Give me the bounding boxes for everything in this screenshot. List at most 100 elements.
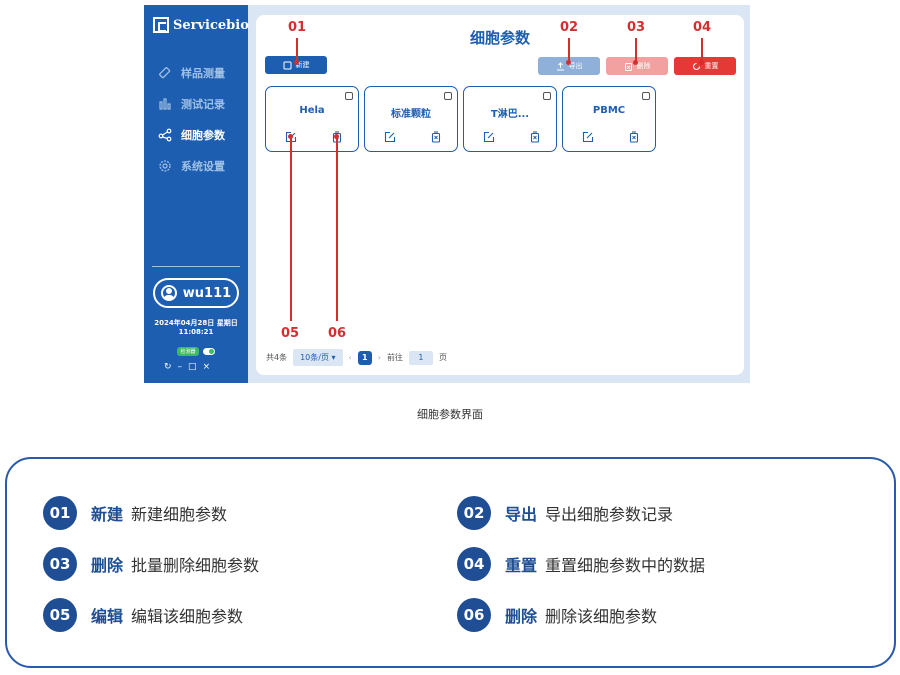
goto-label: 前往: [386, 353, 403, 362]
sidebar-item-cell-params[interactable]: 细胞参数: [144, 119, 248, 150]
share-nodes-icon: [157, 127, 173, 143]
edit-icon[interactable]: [483, 131, 495, 143]
pagination: 共4条 10条/页 ▾ ‹ 1 › 前往 1 页: [266, 349, 447, 366]
sidebar-nav: 样品测量 测试记录 细胞参数 系统设置: [144, 57, 248, 181]
legend-item: 06 删除 删除该细胞参数: [457, 598, 657, 632]
total-count: 共4条: [266, 353, 288, 362]
delete-icon[interactable]: [430, 131, 442, 143]
edit-icon[interactable]: [384, 131, 396, 143]
callout-line-04: [701, 38, 703, 62]
main-panel: 细胞参数 新建 导出 删除 重置 Hela 标准颗粒: [256, 15, 744, 375]
sidebar-item-label: 细胞参数: [181, 128, 225, 142]
page-size-select[interactable]: 10条/页 ▾: [293, 349, 343, 366]
sidebar-item-test-records[interactable]: 测试记录: [144, 88, 248, 119]
current-page[interactable]: 1: [357, 350, 372, 365]
page-unit: 页: [438, 353, 447, 362]
legend-item: 02 导出 导出细胞参数记录: [457, 496, 673, 530]
prev-page-icon[interactable]: ‹: [348, 353, 352, 362]
status-badge: 检测器: [177, 347, 199, 356]
legend-key: 删除: [505, 607, 538, 626]
app-window: Servicebio 样品测量 测试记录 细胞参数: [144, 5, 750, 383]
legend-item: 01 新建 新建细胞参数: [43, 496, 227, 530]
legend-key: 重置: [505, 556, 538, 575]
next-page-icon[interactable]: ›: [377, 353, 381, 362]
card-checkbox[interactable]: [642, 92, 650, 100]
callout-01: 01: [288, 20, 307, 35]
delete-icon[interactable]: [529, 131, 541, 143]
legend-desc: 删除该细胞参数: [545, 607, 658, 626]
legend-box: 01 新建 新建细胞参数 02 导出 导出细胞参数记录 03 删除 批量删除细胞…: [5, 457, 896, 668]
legend-key: 新建: [91, 505, 124, 524]
bar-chart-icon: [157, 96, 173, 112]
card-checkbox[interactable]: [543, 92, 551, 100]
close-icon[interactable]: ×: [202, 362, 211, 372]
new-file-icon: [283, 61, 291, 69]
status-row: 检测器: [144, 347, 248, 356]
legend-desc: 批量删除细胞参数: [131, 556, 260, 575]
legend-item: 04 重置 重置细胞参数中的数据: [457, 547, 705, 581]
time-text: 11:08:21: [178, 328, 214, 336]
date-text: 2024年04月28日 星期日: [154, 319, 238, 327]
figure-caption: 细胞参数界面: [417, 408, 483, 421]
legend-number: 05: [43, 598, 77, 632]
callout-dot-03: [633, 60, 638, 65]
card-name: 标准颗粒: [391, 109, 431, 120]
sidebar-item-label: 样品测量: [181, 66, 225, 80]
export-button[interactable]: 导出: [538, 57, 600, 75]
edit-icon[interactable]: [582, 131, 594, 143]
callout-04: 04: [693, 20, 712, 35]
datetime: 2024年04月28日 星期日 11:08:21: [144, 319, 248, 337]
callout-dot-06: [334, 134, 339, 139]
legend-number: 01: [43, 496, 77, 530]
legend-key: 导出: [505, 505, 538, 524]
callout-05: 05: [281, 326, 300, 341]
card-name: T淋巴...: [490, 109, 530, 120]
cell-card[interactable]: Hela: [265, 86, 359, 152]
callout-06: 06: [328, 326, 347, 341]
batch-delete-button[interactable]: 删除: [606, 57, 668, 75]
user-avatar-icon: [160, 285, 177, 301]
status-toggle[interactable]: [202, 348, 215, 355]
gear-icon: [157, 158, 173, 174]
callout-line-01: [296, 38, 298, 62]
refresh-icon[interactable]: ↻: [164, 362, 172, 372]
card-name: Hela: [299, 105, 325, 116]
goto-page-input[interactable]: 1: [408, 350, 433, 365]
sidebar-item-label: 系统设置: [181, 159, 225, 173]
callout-dot-04: [699, 60, 704, 65]
reset-button-label: 重置: [704, 62, 719, 70]
cell-card[interactable]: PBMC: [562, 86, 656, 152]
card-checkbox[interactable]: [345, 92, 353, 100]
maximize-icon[interactable]: □: [188, 362, 197, 372]
legend-desc: 新建细胞参数: [131, 505, 228, 524]
cell-card[interactable]: T淋巴...: [463, 86, 557, 152]
sidebar-divider: [152, 266, 240, 267]
upload-icon: [556, 61, 564, 70]
callout-line-02: [568, 38, 570, 62]
reset-button[interactable]: 重置: [674, 57, 736, 75]
callout-line-05: [290, 137, 292, 321]
legend-number: 02: [457, 496, 491, 530]
user-button[interactable]: wu111: [153, 278, 239, 308]
cell-card[interactable]: 标准颗粒: [364, 86, 458, 152]
sidebar-item-system-settings[interactable]: 系统设置: [144, 150, 248, 181]
card-name: PBMC: [592, 105, 626, 116]
sidebar: Servicebio 样品测量 测试记录 细胞参数: [144, 5, 249, 383]
minimize-icon[interactable]: –: [177, 362, 183, 372]
new-button-label: 新建: [295, 61, 310, 69]
logo-text: Servicebio: [173, 17, 249, 33]
delete-icon[interactable]: [628, 131, 640, 143]
callout-dot-05: [288, 134, 293, 139]
new-button[interactable]: 新建: [265, 56, 327, 74]
ruler-icon: [157, 65, 173, 81]
legend-key: 编辑: [91, 607, 124, 626]
legend-number: 03: [43, 547, 77, 581]
callout-dot-02: [566, 60, 571, 65]
chevron-down-icon: ▾: [331, 353, 336, 362]
window-controls: ↻ – □ ×: [164, 362, 210, 372]
sidebar-item-sample-measure[interactable]: 样品测量: [144, 57, 248, 88]
callout-dot-01: [294, 60, 299, 65]
servicebio-logo-icon: [153, 17, 169, 33]
card-checkbox[interactable]: [444, 92, 452, 100]
page-title: 细胞参数: [469, 29, 530, 47]
